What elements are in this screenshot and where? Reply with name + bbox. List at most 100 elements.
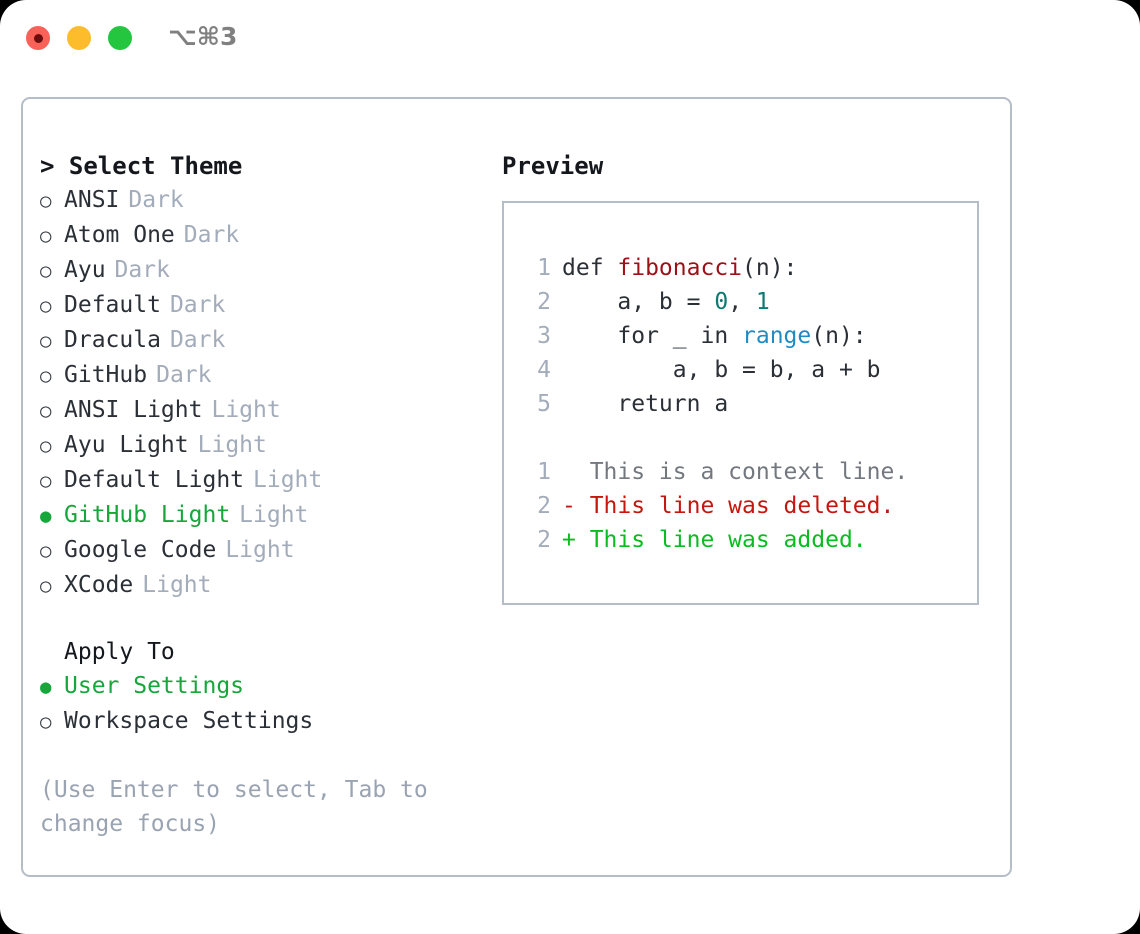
- theme-option-github[interactable]: ○ GitHub Dark: [40, 358, 500, 393]
- theme-option-github-light[interactable]: ● GitHub Light Light: [40, 498, 500, 533]
- apply-to-heading: Apply To: [64, 639, 175, 665]
- preview-heading: Preview: [502, 152, 604, 180]
- theme-option-kind-badge: Light: [239, 502, 309, 528]
- theme-option-ansi[interactable]: ○ ANSI Dark: [40, 183, 500, 218]
- theme-option-label: Google Code: [64, 537, 217, 563]
- line-number: 2: [537, 493, 551, 519]
- theme-option-label: Ayu: [64, 257, 106, 283]
- theme-option-kind-badge: Dark: [183, 222, 240, 248]
- theme-option-label: Default Light: [64, 467, 245, 493]
- line-number: 1: [537, 255, 551, 281]
- apply-to-option-label: User Settings: [64, 673, 245, 699]
- select-theme-heading: > Select Theme: [40, 152, 243, 180]
- code-token-plain: (n):: [742, 255, 798, 281]
- code-text: for _ in range(n):: [562, 319, 866, 353]
- line-number: 5: [537, 391, 551, 417]
- theme-option-kind-badge: Light: [253, 467, 323, 493]
- radio-unselected-icon: ○: [40, 711, 52, 733]
- code-token-plain: a, b =: [562, 289, 715, 315]
- diff-line-add: 2 + This line was added.: [522, 523, 977, 557]
- theme-option-kind-badge: Dark: [156, 362, 212, 388]
- code-text: a, b = 0, 1: [562, 285, 770, 319]
- apply-to-option-user-settings[interactable]: ●User Settings: [40, 669, 500, 704]
- apply-to-list[interactable]: ●User Settings ○ Workspace Settings: [40, 669, 500, 739]
- traffic-lights: [26, 26, 132, 50]
- theme-option-default-light[interactable]: ○ Default Light Light: [40, 463, 500, 498]
- radio-selected-icon: ●: [40, 505, 52, 527]
- code-token-plain: a, b = b, a + b: [562, 357, 881, 383]
- theme-option-label: Ayu Light: [64, 432, 189, 458]
- line-number: 1: [537, 459, 551, 485]
- radio-unselected-icon: ○: [40, 540, 52, 562]
- title-bar: ⌥⌘3: [0, 0, 1140, 78]
- maximize-window-button[interactable]: [108, 26, 132, 50]
- theme-option-label: Default: [64, 292, 161, 318]
- code-line: 3 for _ in range(n):: [522, 319, 977, 353]
- minimize-window-button[interactable]: [67, 26, 91, 50]
- line-number: 2: [537, 527, 551, 553]
- theme-option-kind-badge: Light: [225, 537, 295, 563]
- code-token-num: 0: [714, 289, 729, 315]
- radio-unselected-icon: ○: [40, 295, 52, 317]
- radio-unselected-icon: ○: [40, 400, 52, 422]
- diff-sample: 1 This is a context line. 2 - This line wa…: [522, 455, 977, 557]
- theme-option-label: GitHub: [64, 362, 148, 388]
- radio-unselected-icon: ○: [40, 470, 52, 492]
- keyboard-shortcut-label: ⌥⌘3: [168, 22, 238, 51]
- code-token-func: fibonacci: [617, 255, 743, 281]
- diff-line-ctx: 1 This is a context line.: [522, 455, 977, 489]
- radio-unselected-icon: ○: [40, 330, 52, 352]
- theme-option-ansi-light[interactable]: ○ ANSI Light Light: [40, 393, 500, 428]
- code-token-call: range: [742, 323, 812, 349]
- theme-option-label: Atom One: [64, 222, 175, 248]
- radio-unselected-icon: ○: [40, 190, 52, 212]
- apply-to-option-label: Workspace Settings: [64, 708, 314, 734]
- diff-text: + This line was added.: [562, 527, 867, 553]
- code-text: return a: [562, 387, 728, 421]
- code-token-num: 1: [755, 289, 770, 315]
- theme-option-dracula[interactable]: ○ Dracula Dark: [40, 323, 500, 358]
- line-number: 4: [537, 357, 551, 383]
- theme-option-kind-badge: Light: [211, 397, 281, 423]
- theme-option-label: ANSI: [64, 187, 120, 213]
- theme-option-kind-badge: Light: [197, 432, 267, 458]
- code-token-plain: for _ in: [562, 323, 743, 349]
- theme-option-kind-badge: Dark: [128, 187, 184, 213]
- radio-unselected-icon: ○: [40, 575, 52, 597]
- theme-option-kind-badge: Light: [142, 572, 212, 598]
- theme-option-label: XCode: [64, 572, 134, 598]
- theme-option-label: GitHub Light: [64, 502, 231, 528]
- line-number: 3: [537, 323, 551, 349]
- diff-line-del: 2 - This line was deleted.: [522, 489, 977, 523]
- theme-option-label: Dracula: [64, 327, 161, 353]
- keyboard-hint-text: (Use Enter to select, Tab to change focu…: [40, 777, 428, 837]
- code-token-plain: return a: [562, 391, 729, 417]
- theme-option-google-code[interactable]: ○ Google Code Light: [40, 533, 500, 568]
- close-window-button[interactable]: [26, 26, 50, 50]
- diff-text: - This line was deleted.: [562, 493, 895, 519]
- theme-option-xcode[interactable]: ○ XCode Light: [40, 568, 500, 603]
- spacer: [522, 421, 977, 455]
- theme-option-kind-badge: Dark: [169, 327, 226, 353]
- radio-unselected-icon: ○: [40, 365, 52, 387]
- code-line: 5 return a: [522, 387, 977, 421]
- apply-to-option-workspace-settings[interactable]: ○ Workspace Settings: [40, 704, 500, 739]
- spacer: [40, 603, 500, 635]
- code-token-plain: ,: [728, 289, 756, 315]
- code-line: 4 a, b = b, a + b: [522, 353, 977, 387]
- diff-text: This is a context line.: [562, 459, 909, 485]
- code-line: 2 a, b = 0, 1: [522, 285, 977, 319]
- theme-option-label: ANSI Light: [64, 397, 203, 423]
